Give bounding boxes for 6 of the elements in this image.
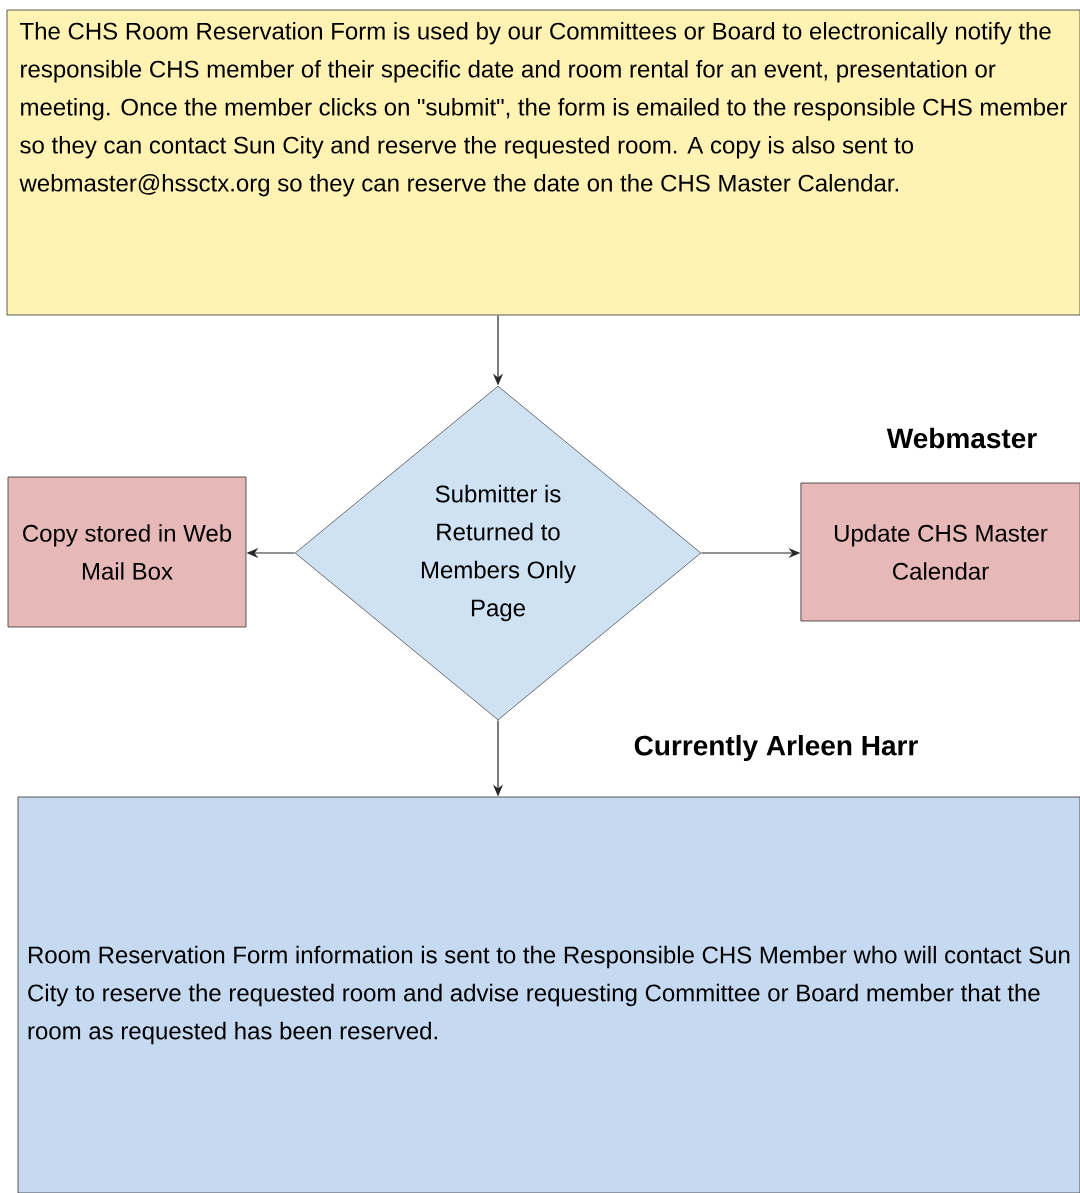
- heading: Webmaster: [886, 427, 1037, 449]
- heading: Currently Arleen Harr: [634, 734, 918, 762]
- process-box: Copy stored in Web Mail Box: [7, 476, 247, 628]
- text-box: Room Reservation Form information is sent to the Responsible CHS Member who will contact Sun City to reserve the requested room and advise requesting Committee or Board member that the room as requested has been reserved.: [17, 796, 1080, 1193]
- process-box: Update CHS Master Calendar: [800, 482, 1080, 622]
- text-box: The CHS Room Reservation Form is used by our Committees or Board to electronically notify the responsible CHS member of their specific date and room rental for an event, presentation or meeting. Once the member clicks on "submit", the form is emailed to the responsible CHS member so they can contact Sun City and reserve the requested room. A copy is also sent to webmaster@hssctx.org so they can reserve the date on the CHS Master Calendar.: [6, 9, 1080, 316]
